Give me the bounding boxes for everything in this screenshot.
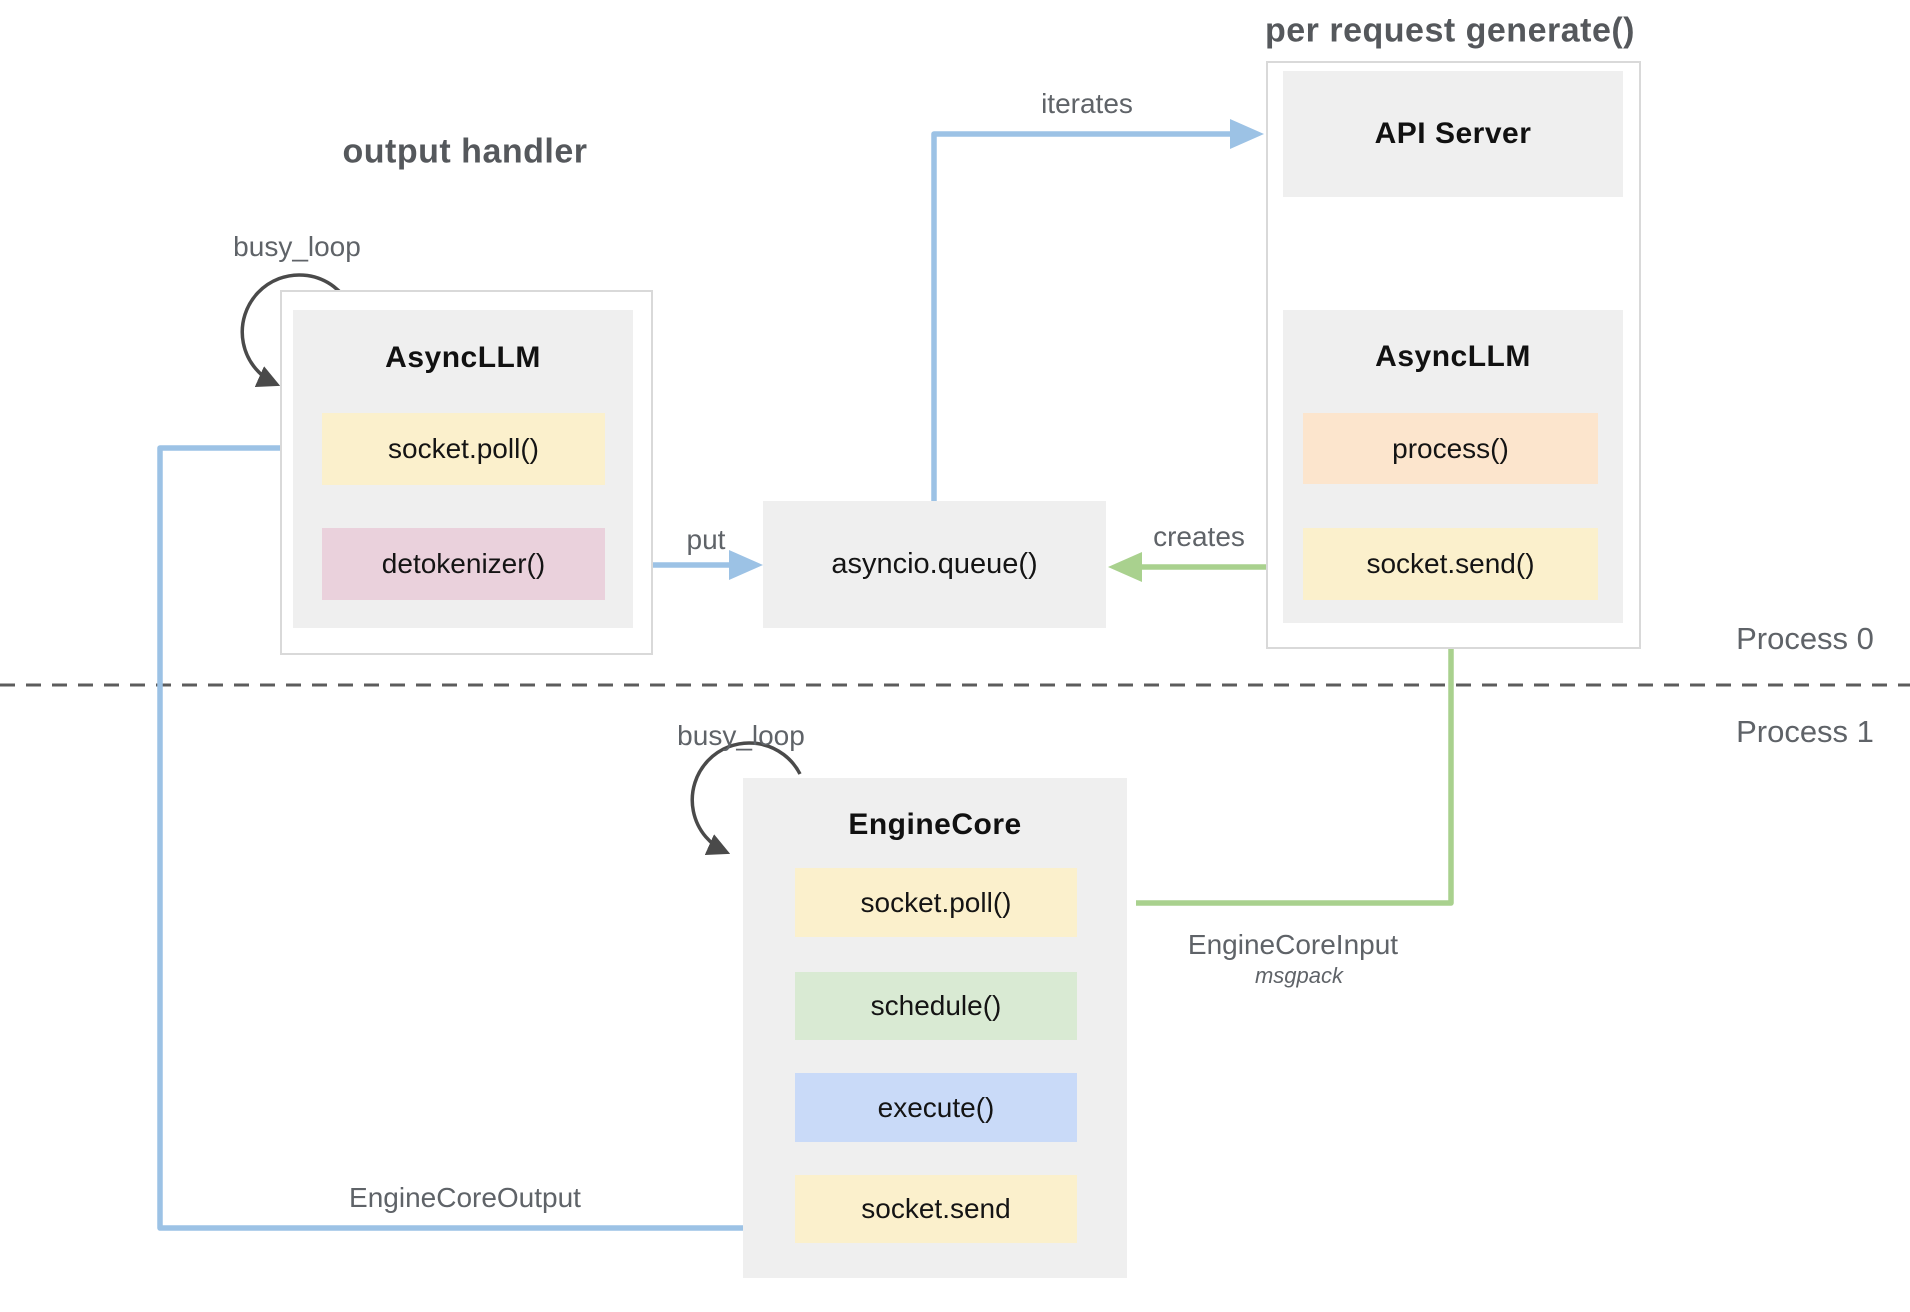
busy-loop-label-bottom: busy_loop — [677, 720, 805, 751]
engine-core-output-line — [157, 445, 795, 1231]
engine-core-socket-poll-box: socket.poll() — [795, 868, 1077, 937]
process-box: process() — [1303, 413, 1598, 484]
creates-arrowhead-icon — [1108, 552, 1142, 582]
put-label: put — [686, 524, 726, 555]
engine-core-schedule-box: schedule() — [795, 972, 1077, 1040]
msgpack-label: msgpack — [1254, 963, 1344, 988]
iterates-arrow-line — [931, 131, 1250, 501]
socket-poll-left-box: socket.poll() — [322, 413, 605, 485]
iterates-arrowhead-icon — [1230, 119, 1264, 149]
async-llm-left-title: AsyncLLM — [385, 341, 541, 374]
busy-loop-arrow-bottom-icon — [690, 741, 802, 855]
engine-core-socket-send-box: socket.send — [795, 1175, 1077, 1243]
async-llm-right-title: AsyncLLM — [1375, 340, 1531, 373]
put-arrowhead-icon — [729, 550, 763, 580]
busy-loop-label-top: busy_loop — [233, 231, 361, 262]
engine-core-input-label: EngineCoreInput — [1187, 929, 1399, 960]
output-handler-title: output handler — [342, 132, 588, 171]
engine-core-output-label: EngineCoreOutput — [349, 1182, 581, 1213]
api-server-box: API Server — [1283, 71, 1623, 197]
per-request-generate-title: per request generate() — [1265, 11, 1635, 50]
creates-label: creates — [1153, 521, 1245, 552]
detokenizer-box: detokenizer() — [322, 528, 605, 600]
engine-core-title: EngineCore — [848, 808, 1022, 841]
socket-send-right-box: socket.send() — [1303, 528, 1598, 600]
process-1-label: Process 1 — [1736, 714, 1874, 749]
iterates-label: iterates — [1041, 88, 1133, 119]
process-0-label: Process 0 — [1736, 621, 1874, 656]
asyncio-queue-box: asyncio.queue() — [763, 501, 1106, 628]
busy-loop-arrow-top-icon — [240, 273, 352, 387]
engine-core-execute-box: execute() — [795, 1073, 1077, 1142]
engine-core-input-line — [1136, 600, 1454, 906]
